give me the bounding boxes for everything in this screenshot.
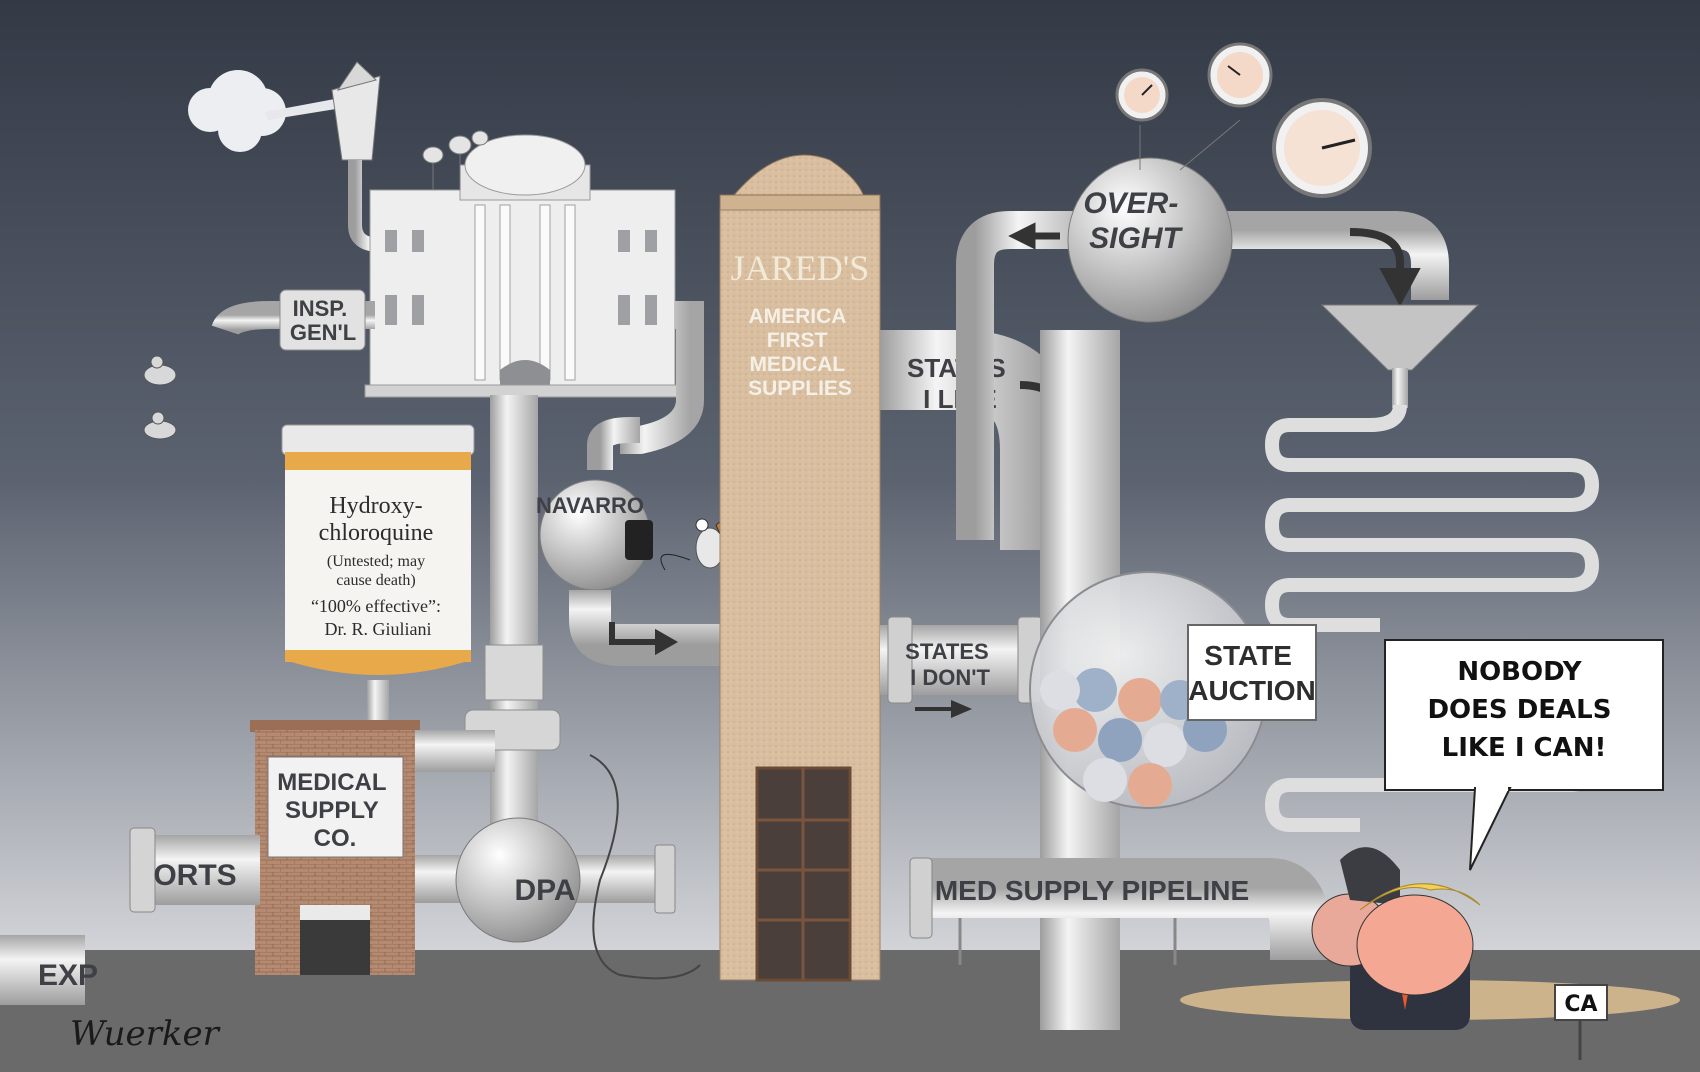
insp-gen-pipe bbox=[211, 301, 375, 337]
bottle-label: Hydroxy- chloroquine (Untested; may caus… bbox=[311, 493, 445, 639]
funnel-icon bbox=[1320, 304, 1480, 408]
orts-label: ORTS bbox=[153, 859, 236, 892]
central-pipe bbox=[490, 395, 538, 865]
medical-supply-label: MEDICAL SUPPLY CO. bbox=[277, 769, 393, 852]
arrow-icon bbox=[915, 699, 973, 719]
arrow-icon bbox=[609, 622, 679, 656]
oversight-label: OVER- SIGHT bbox=[1083, 187, 1186, 255]
med-supply-pipeline bbox=[915, 858, 1330, 960]
whitehouse-side-pipe bbox=[620, 301, 704, 454]
trump-kushner-figures bbox=[1311, 847, 1481, 1030]
exp-pipe bbox=[0, 935, 85, 1005]
exp-label: EXP bbox=[38, 959, 98, 992]
dpa-label: DPA bbox=[514, 874, 575, 907]
ca-sign bbox=[1554, 984, 1608, 1060]
oversight-sphere bbox=[1067, 157, 1233, 323]
medical-supply-building bbox=[250, 720, 420, 975]
pipeline-label: MED SUPPLY PIPELINE bbox=[935, 875, 1249, 906]
arrow-icon bbox=[1008, 222, 1060, 250]
satellite-dish-icon bbox=[422, 130, 489, 190]
oversight-loop-pipe bbox=[956, 211, 1100, 540]
insp-gen-label: INSP. GEN'L bbox=[290, 296, 356, 345]
jareds-subtitle: AMERICA FIRST MEDICAL SUPPLIES bbox=[748, 305, 852, 400]
pressure-gauge-icon bbox=[1115, 42, 1372, 198]
bottle-to-pipe bbox=[415, 730, 495, 772]
speech-text: NOBODY DOES DEALS LIKE I CAN! bbox=[1427, 657, 1620, 763]
hydroxychloroquine-bottle bbox=[281, 424, 475, 675]
dpa-sphere bbox=[455, 817, 581, 943]
state-auction-label: STATE AUCTION bbox=[1188, 640, 1316, 706]
mouse-icon bbox=[143, 355, 177, 440]
jareds-tower bbox=[719, 154, 881, 982]
navarro-label: NAVARRO bbox=[536, 493, 644, 518]
power-cord bbox=[589, 754, 701, 980]
ca-sign-label: CA bbox=[1564, 992, 1597, 1017]
smoke-cloud bbox=[188, 70, 286, 152]
artist-signature: Wuerker bbox=[70, 1014, 221, 1054]
smoke-beam bbox=[265, 98, 342, 120]
speech-bubble bbox=[1384, 639, 1664, 871]
states-dont-label: STATES I DON'T bbox=[905, 639, 995, 690]
jareds-sign: JARED'S bbox=[731, 248, 870, 288]
white-house bbox=[364, 134, 681, 398]
arrow-icon bbox=[1349, 228, 1421, 307]
